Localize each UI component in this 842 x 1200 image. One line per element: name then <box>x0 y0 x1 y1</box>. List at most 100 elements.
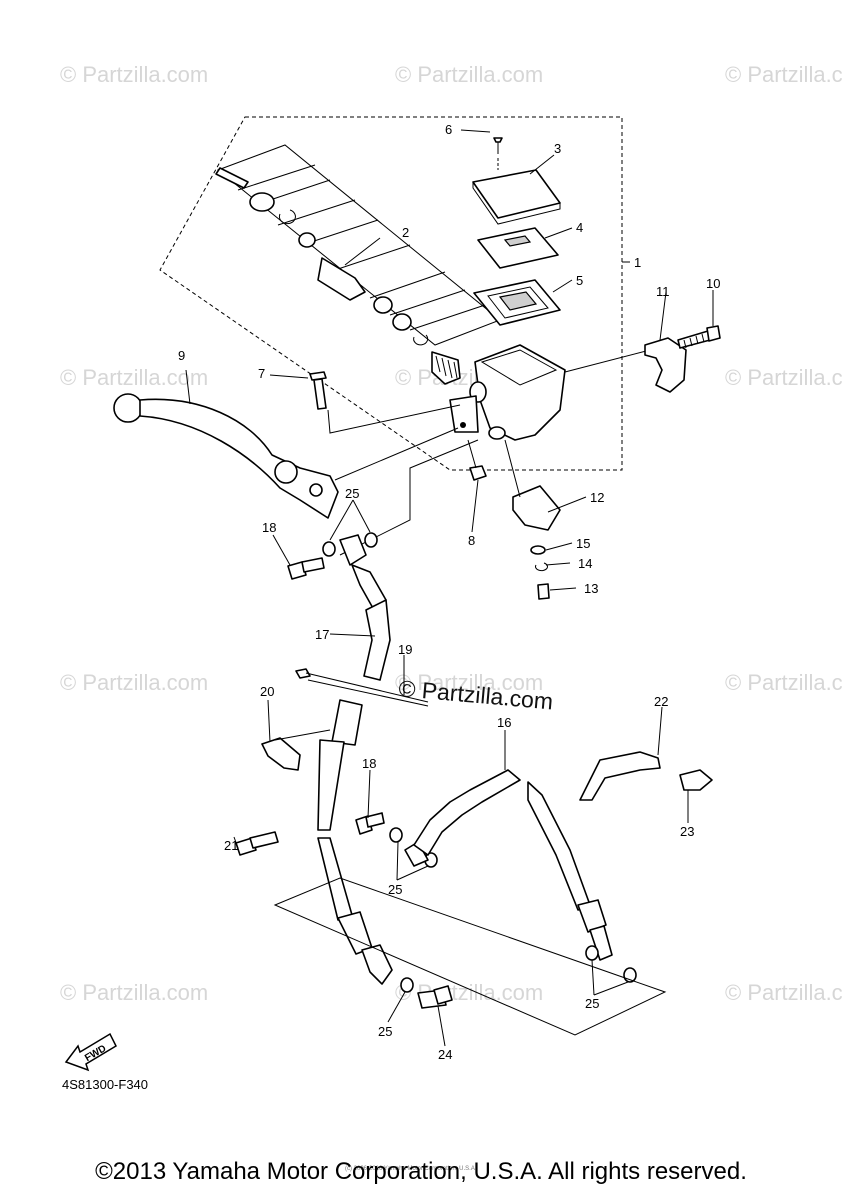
washer <box>298 232 316 248</box>
callout-25-lower-left: 25 <box>378 1024 392 1039</box>
callout-10: 10 <box>706 276 720 291</box>
callout-21: 21 <box>224 838 238 853</box>
union-bolt-upper <box>287 561 307 580</box>
callout-7: 7 <box>258 366 265 381</box>
callout-9: 9 <box>178 348 185 363</box>
clamp-bolt <box>677 330 711 349</box>
callout-11: 11 <box>656 284 670 299</box>
upper-banjo-group <box>287 532 378 580</box>
brake-switch <box>512 485 561 531</box>
nut <box>469 465 487 481</box>
lever-adjuster <box>274 460 298 484</box>
lower-union-group <box>400 977 453 1009</box>
reservoir-cap-stack <box>472 137 561 326</box>
cable-tie <box>295 668 429 707</box>
cap-plate <box>477 227 559 269</box>
callout-15: 15 <box>576 536 590 551</box>
brake-lever-group <box>113 393 459 519</box>
copper-washer <box>585 945 599 961</box>
lever-ball-end <box>113 393 143 423</box>
caliper-reference-plane <box>273 877 667 1036</box>
callout-18-lower: 18 <box>362 756 376 771</box>
watermark: © Partzilla.com <box>395 62 543 87</box>
brake-switch-group <box>504 439 561 600</box>
tiny-copyright: (c) 2006-2016 Yamaha Motor Corporation, … <box>345 1166 477 1172</box>
callout-23: 23 <box>680 824 694 839</box>
circlip <box>278 209 296 225</box>
callout-labels: 1 2 3 4 5 6 7 8 9 10 11 12 13 14 15 16 1… <box>178 122 720 1062</box>
callout-12: 12 <box>590 490 604 505</box>
pivot-bolt-group <box>309 371 461 434</box>
return-spring <box>431 351 461 385</box>
copper-washer <box>364 532 378 548</box>
brake-hose-16 <box>413 769 637 983</box>
copyright-footer: ©2013 Yamaha Motor Corporation, U.S.A. A… <box>95 1158 747 1185</box>
brake-lever <box>139 398 339 519</box>
copper-washer <box>400 977 414 993</box>
callout-13: 13 <box>584 581 598 596</box>
callout-24: 24 <box>438 1047 452 1062</box>
callout-3: 3 <box>554 141 561 156</box>
fwd-label: FWD <box>83 1043 108 1064</box>
watermark: © Partzilla.com <box>725 365 842 390</box>
callout-5: 5 <box>576 273 583 288</box>
lower-hose-group <box>317 699 393 985</box>
piston-kit-group <box>215 144 501 385</box>
switch-lock-washer <box>535 562 548 572</box>
lever-bracket <box>449 395 479 433</box>
watermark: © Partzilla.com <box>395 980 543 1005</box>
callout-25-middle: 25 <box>388 882 402 897</box>
hose-clamp <box>679 769 713 791</box>
callout-25-lower-right: 25 <box>585 996 599 1011</box>
callout-25-upper: 25 <box>345 486 359 501</box>
callout-20: 20 <box>260 684 274 699</box>
hose-17 <box>363 599 391 681</box>
secondary-cup <box>392 313 412 331</box>
master-cylinder-body <box>449 344 651 441</box>
piston-kit-outline <box>217 144 501 346</box>
holder-clamp <box>644 337 687 393</box>
copper-washer <box>322 541 336 557</box>
callout-1: 1 <box>634 255 641 270</box>
hose-guide <box>261 737 301 771</box>
copper-washer <box>389 827 403 843</box>
diagram-code: 4S81300-F340 <box>62 1077 148 1092</box>
primary-cup <box>373 296 393 314</box>
callout-17: 17 <box>315 627 329 642</box>
spring-seat <box>413 334 429 346</box>
hose-bracket-group <box>579 751 713 801</box>
pivot-bolt-head <box>309 371 327 381</box>
callout-19: 19 <box>398 642 412 657</box>
hose-bracket <box>579 751 661 801</box>
watermark: © Partzilla.com <box>60 980 208 1005</box>
hose-joint <box>331 699 363 746</box>
watermark: © Partzilla.com <box>60 62 208 87</box>
cylinder-body <box>474 344 566 441</box>
lower-banjo-left <box>361 944 393 985</box>
clamp-group <box>644 325 721 393</box>
reservoir-cap <box>472 169 561 219</box>
watermark: © Partzilla.com <box>725 980 842 1005</box>
leader-banjo <box>339 439 479 556</box>
banjo-fitting <box>339 534 367 566</box>
callout-8: 8 <box>468 533 475 548</box>
dust-boot <box>249 192 275 212</box>
callout-6: 6 <box>445 122 452 137</box>
banjo-port <box>488 426 506 440</box>
cap-screw <box>493 137 503 143</box>
watermark: © Partzilla.com <box>60 365 208 390</box>
watermark: © Partzilla.com <box>60 670 208 695</box>
switch-screw <box>537 583 550 600</box>
callout-14: 14 <box>578 556 592 571</box>
callout-16: 16 <box>497 715 511 730</box>
pivot-bolt <box>313 378 327 410</box>
upper-brake-hose <box>351 564 391 681</box>
watermark: © Partzilla.com <box>395 670 543 695</box>
callout-2: 2 <box>402 225 409 240</box>
switch-washer <box>530 545 546 555</box>
watermark: © Partzilla.com <box>725 670 842 695</box>
piston <box>317 257 366 301</box>
watermark: © Partzilla.com <box>725 62 842 87</box>
hose-16-lower <box>527 781 591 911</box>
